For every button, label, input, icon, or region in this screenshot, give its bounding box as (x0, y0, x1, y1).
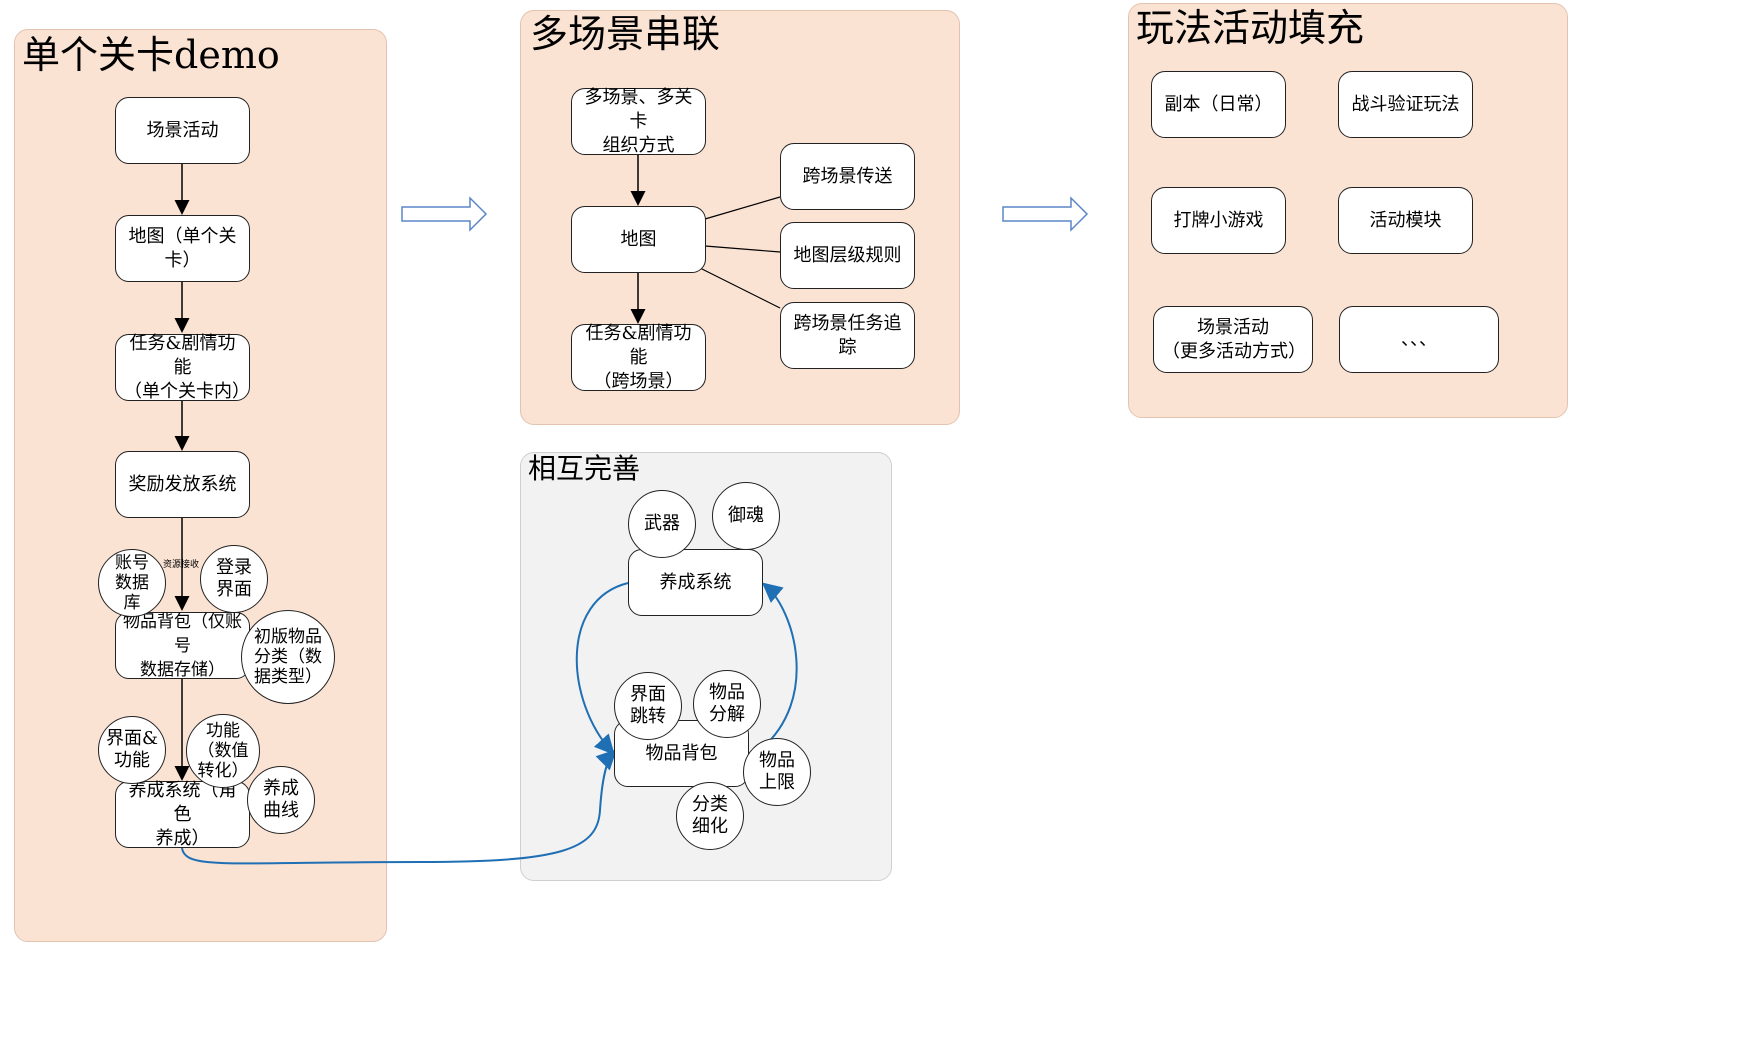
multi-organize-box[interactable]: 多场景、多关卡 组织方式 (571, 87, 706, 156)
soul-circle[interactable]: 御魂 (712, 482, 780, 550)
account-db-circle[interactable]: 账号 数据 库 (98, 549, 166, 617)
ui-jump-circle[interactable]: 界面 跳转 (614, 672, 682, 740)
gameplay-more-box[interactable]: 、、、 (1339, 306, 1499, 373)
multi-teleport-box[interactable]: 跨场景传送 (780, 143, 915, 210)
panel-multi-scene-title: 多场景串联 (530, 12, 721, 56)
single-scene-activity-box[interactable]: 场景活动 (115, 97, 250, 164)
single-quest-box[interactable]: 任务&剧情功能 （单个关卡内） (115, 333, 250, 402)
ui-func-circle[interactable]: 界面& 功能 (98, 716, 166, 784)
func-convert-circle[interactable]: 功能 （数值 转化） (186, 714, 260, 788)
resource-link-label: 资源接收 (163, 560, 200, 570)
multi-tracking-box[interactable]: 跨场景任务追踪 (780, 302, 915, 369)
block-arrow-2 (1002, 196, 1089, 232)
panel-single-level-title: 单个关卡demo (22, 33, 280, 77)
single-growth-box[interactable]: 养成系统（角色 养成） (115, 780, 250, 849)
weapon-circle[interactable]: 武器 (628, 490, 696, 558)
gameplay-activity-module-box[interactable]: 活动模块 (1338, 187, 1473, 254)
login-ui-circle[interactable]: 登录 界面 (200, 545, 268, 613)
multi-map-box[interactable]: 地图 (571, 206, 706, 273)
gameplay-battle-box[interactable]: 战斗验证玩法 (1338, 71, 1473, 138)
panel-mutual-improve-title: 相互完善 (528, 452, 641, 485)
item-category-circle[interactable]: 初版物品 分类（数 据类型） (241, 610, 335, 704)
gameplay-scene-activity-box[interactable]: 场景活动 （更多活动方式） (1153, 306, 1313, 373)
gameplay-card-box[interactable]: 打牌小游戏 (1151, 187, 1286, 254)
refine-circle[interactable]: 分类 细化 (676, 782, 744, 850)
block-arrow-1 (401, 196, 488, 232)
single-inventory-box[interactable]: 物品背包（仅账号 数据存储） (115, 612, 250, 680)
multi-map-level-box[interactable]: 地图层级规则 (780, 222, 915, 289)
growth-curve-circle[interactable]: 养成 曲线 (247, 766, 315, 834)
mutual-growth-box[interactable]: 养成系统 (628, 549, 763, 616)
gameplay-dungeon-box[interactable]: 副本（日常） (1151, 71, 1286, 138)
decompose-circle[interactable]: 物品 分解 (693, 670, 761, 738)
single-reward-box[interactable]: 奖励发放系统 (115, 451, 250, 518)
single-map-box[interactable]: 地图（单个关 卡） (115, 215, 250, 282)
limit-circle[interactable]: 物品 上限 (743, 738, 811, 806)
multi-quest-box[interactable]: 任务&剧情功能 （跨场景） (571, 323, 706, 392)
panel-gameplay-fill-title: 玩法活动填充 (1136, 6, 1365, 50)
